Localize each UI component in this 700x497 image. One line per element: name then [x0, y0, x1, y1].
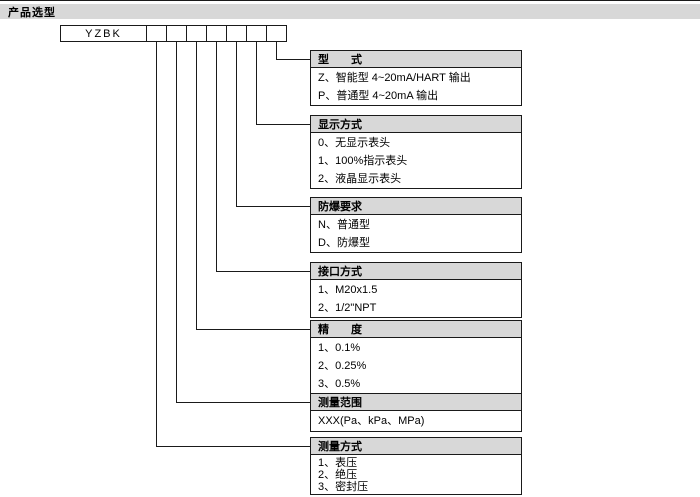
group-interface-header: 接口方式: [310, 262, 522, 280]
option-item: 1、100%指示表头: [318, 155, 408, 167]
option-item: 2、0.25%: [318, 360, 367, 372]
group-display-mode-body: 0、无显示表头 1、100%指示表头 2、液晶显示表头: [310, 133, 522, 189]
group-measure-range: 测量范围 XXX(Pa、kPa、MPa): [310, 393, 522, 432]
connector-display-mode-hline: [256, 124, 310, 125]
group-display-mode-title: 显示方式: [318, 119, 362, 131]
model-code-box-7: [266, 25, 287, 42]
group-interface-title: 接口方式: [318, 266, 362, 278]
connector-explosion-proof-hline: [236, 206, 310, 207]
connector-explosion-proof-vline: [236, 41, 237, 206]
group-interface-body: 1、M20x1.5 2、1/2"NPT: [310, 280, 522, 318]
group-type: 型 式 Z、智能型 4~20mA/HART 输出 P、普通型 4~20mA 输出: [310, 50, 522, 106]
option-item: Z、智能型 4~20mA/HART 输出: [318, 72, 471, 84]
model-prefix-label: YZBK: [85, 27, 122, 40]
group-interface: 接口方式 1、M20x1.5 2、1/2"NPT: [310, 262, 522, 318]
option-item: 0、无显示表头: [318, 137, 391, 149]
option-item: 1、0.1%: [318, 342, 361, 354]
model-prefix-box: YZBK: [60, 25, 147, 42]
group-measure-method: 测量方式 1、表压 2、绝压 3、密封压: [310, 437, 522, 495]
model-code-box-5: [226, 25, 247, 42]
connector-interface-vline: [216, 41, 217, 271]
connector-measure-method-hline: [156, 446, 310, 447]
group-measure-range-title: 测量范围: [318, 397, 362, 409]
option-item: D、防爆型: [318, 237, 370, 249]
model-code-box-1: [146, 25, 167, 42]
group-accuracy: 精 度 1、0.1% 2、0.25% 3、0.5%: [310, 320, 522, 394]
group-explosion-proof-title: 防爆要求: [318, 201, 362, 213]
group-explosion-proof-header: 防爆要求: [310, 197, 522, 215]
option-item: 1、表压: [318, 457, 358, 469]
connector-interface-hline: [216, 271, 310, 272]
model-code-box-4: [206, 25, 227, 42]
connector-display-mode-vline: [256, 41, 257, 124]
connector-type-vline: [276, 41, 277, 59]
group-display-mode: 显示方式 0、无显示表头 1、100%指示表头 2、液晶显示表头: [310, 115, 522, 189]
group-accuracy-body: 1、0.1% 2、0.25% 3、0.5%: [310, 338, 522, 394]
top-rule: [0, 0, 700, 1]
connector-measure-range-vline: [176, 41, 177, 402]
option-item: 3、0.5%: [318, 378, 361, 390]
option-item: 3、密封压: [318, 481, 369, 493]
connector-accuracy-vline: [196, 41, 197, 329]
model-code-box-2: [166, 25, 187, 42]
section-header-bar: 产品选型: [0, 4, 700, 19]
group-measure-method-header: 测量方式: [310, 437, 522, 455]
group-display-mode-header: 显示方式: [310, 115, 522, 133]
option-item: 2、液晶显示表头: [318, 173, 402, 185]
group-measure-range-header: 测量范围: [310, 393, 522, 411]
group-accuracy-header: 精 度: [310, 320, 522, 338]
option-item: P、普通型 4~20mA 输出: [318, 90, 439, 102]
model-code-box-6: [246, 25, 267, 42]
connector-measure-range-hline: [176, 402, 310, 403]
connector-measure-method-vline: [156, 41, 157, 446]
group-explosion-proof-body: N、普通型 D、防爆型: [310, 215, 522, 253]
group-accuracy-title: 精 度: [318, 324, 362, 336]
option-item: N、普通型: [318, 219, 370, 231]
section-title: 产品选型: [8, 6, 56, 19]
connector-accuracy-hline: [196, 329, 310, 330]
option-item: XXX(Pa、kPa、MPa): [318, 415, 425, 427]
connector-type-hline: [276, 59, 310, 60]
group-type-title: 型 式: [318, 54, 362, 66]
group-measure-method-body: 1、表压 2、绝压 3、密封压: [310, 455, 522, 495]
group-type-body: Z、智能型 4~20mA/HART 输出 P、普通型 4~20mA 输出: [310, 68, 522, 106]
option-item: 1、M20x1.5: [318, 284, 378, 296]
option-item: 2、绝压: [318, 469, 358, 481]
model-code-box-3: [186, 25, 207, 42]
group-type-header: 型 式: [310, 50, 522, 68]
group-measure-method-title: 测量方式: [318, 441, 362, 453]
group-measure-range-body: XXX(Pa、kPa、MPa): [310, 411, 522, 432]
group-explosion-proof: 防爆要求 N、普通型 D、防爆型: [310, 197, 522, 253]
option-item: 2、1/2"NPT: [318, 302, 377, 314]
